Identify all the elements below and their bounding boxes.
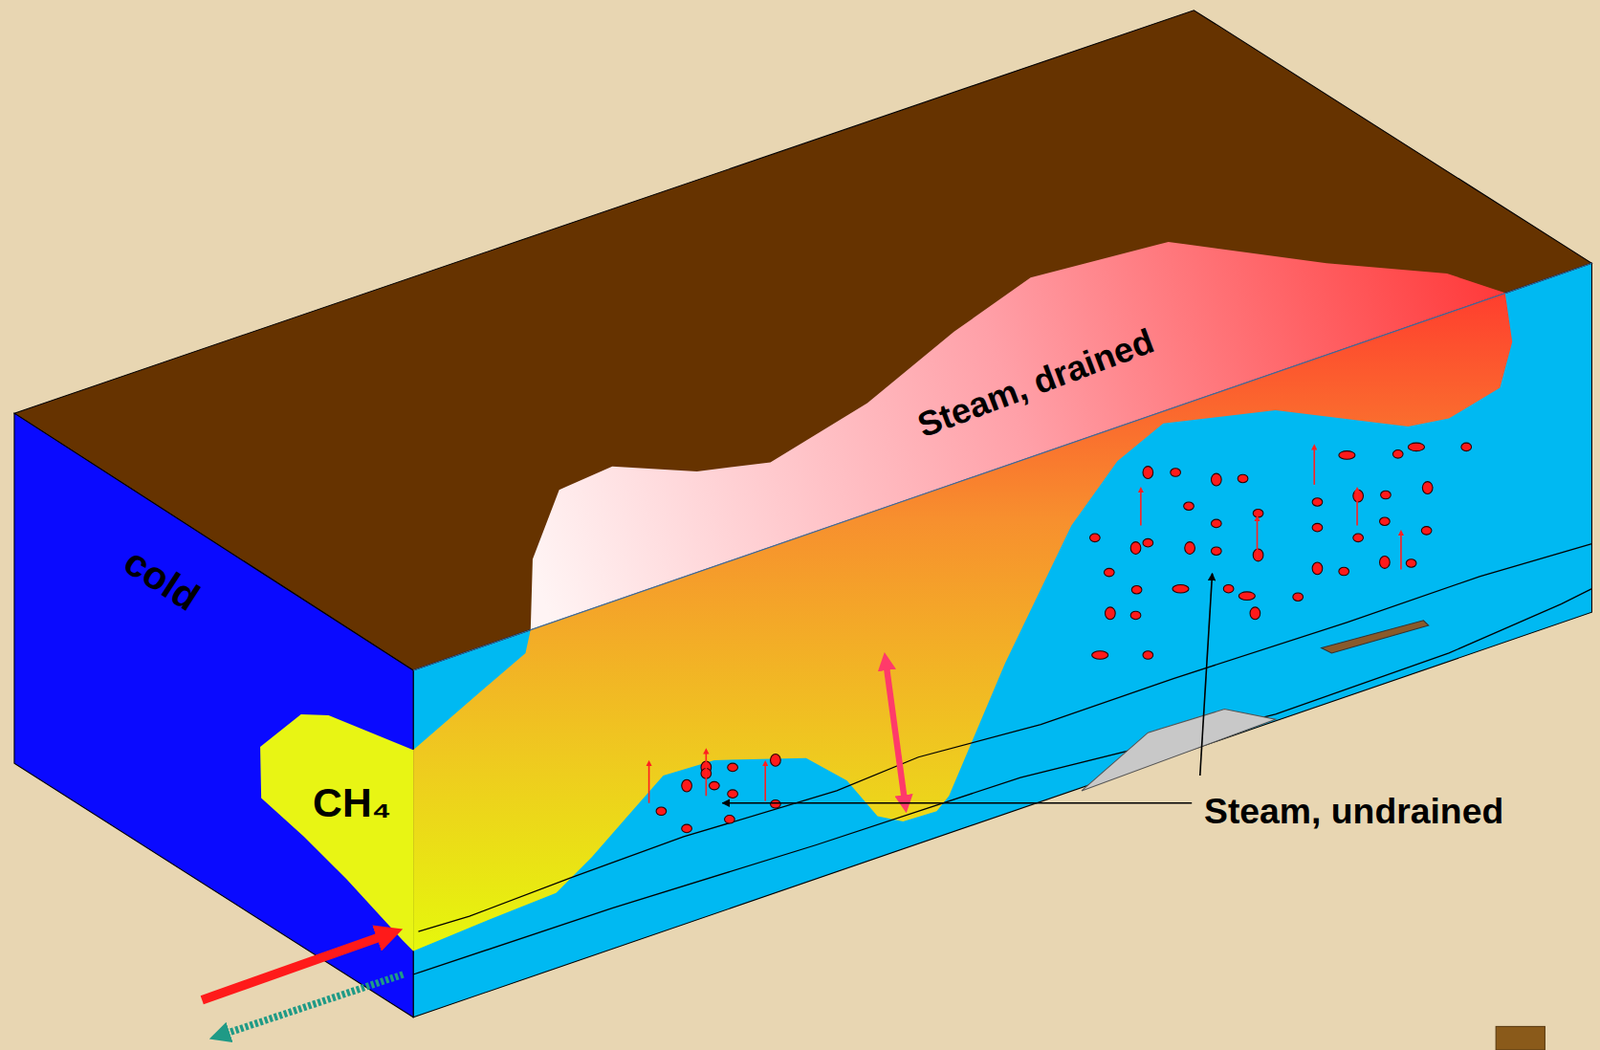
steam-bubble bbox=[1422, 482, 1433, 495]
rise-arrow bbox=[1356, 489, 1359, 526]
stratum-line bbox=[417, 544, 1592, 932]
steam-bubble bbox=[1184, 542, 1196, 555]
steam-bubble bbox=[1338, 451, 1356, 461]
steam-bubble bbox=[1237, 474, 1249, 483]
steam-bubble bbox=[1353, 533, 1364, 543]
rise-arrow bbox=[764, 763, 767, 801]
steam-bubble bbox=[1380, 517, 1391, 527]
steam-bubble bbox=[1421, 526, 1432, 536]
rise-arrow bbox=[1139, 489, 1142, 526]
stratum-line bbox=[413, 589, 1592, 975]
steam-bubble bbox=[1105, 607, 1117, 620]
steam-bubble bbox=[1461, 442, 1472, 452]
steam-bubble bbox=[681, 824, 693, 833]
shale-lens bbox=[1081, 709, 1276, 791]
rise-arrow bbox=[705, 750, 708, 796]
production-arrow bbox=[219, 974, 403, 1036]
steam-bubble bbox=[1380, 490, 1392, 500]
steam-bubble bbox=[1293, 592, 1304, 602]
drained-steam-zone bbox=[530, 241, 1506, 630]
steam-bubble bbox=[1130, 542, 1141, 555]
steam-bubble bbox=[1142, 651, 1154, 660]
steam-bubble bbox=[770, 800, 782, 810]
steam-bubble bbox=[656, 807, 667, 816]
steam-bubble bbox=[1142, 538, 1154, 548]
front-face bbox=[413, 263, 1592, 1017]
steam-bubble bbox=[770, 754, 782, 768]
steam-bubble bbox=[1142, 466, 1154, 480]
steam-bubble bbox=[1170, 468, 1182, 478]
steam-bubble bbox=[1238, 591, 1255, 601]
steam-bubble bbox=[1252, 548, 1264, 562]
steam-bubble bbox=[1405, 559, 1417, 569]
steam-bubble bbox=[1312, 498, 1323, 507]
steam-bubble bbox=[1210, 519, 1222, 528]
steam-bubble bbox=[1353, 489, 1364, 503]
steam-bubble bbox=[1210, 547, 1222, 556]
steam-bubble bbox=[1131, 585, 1142, 594]
steam-bubble bbox=[1172, 584, 1189, 593]
logo-icon bbox=[1495, 1026, 1545, 1050]
left-face bbox=[14, 413, 414, 1018]
steam-bubble bbox=[1210, 473, 1222, 486]
steam-bubble bbox=[709, 781, 721, 790]
steam-bubble bbox=[1380, 556, 1391, 570]
steam-bubble bbox=[681, 779, 693, 792]
steam-bubble bbox=[1092, 651, 1109, 660]
leader-line bbox=[722, 802, 1192, 805]
methane-zone bbox=[260, 714, 414, 952]
rise-arrow bbox=[1256, 518, 1259, 560]
steam-bubble bbox=[1312, 562, 1323, 575]
injection-arrow bbox=[201, 933, 390, 1000]
steam-bubble bbox=[1407, 442, 1425, 452]
rise-arrows bbox=[649, 446, 1402, 803]
steam-bubble bbox=[1252, 508, 1264, 518]
rise-arrow bbox=[1400, 532, 1403, 570]
steam-bubble bbox=[1392, 450, 1403, 460]
steam-bubble bbox=[1223, 584, 1234, 593]
steam-bubble bbox=[1103, 568, 1115, 577]
steam-bubbles bbox=[656, 442, 1472, 833]
rise-arrow bbox=[648, 763, 651, 804]
steam-bubble bbox=[1090, 533, 1101, 543]
steam-bubble bbox=[1338, 567, 1350, 576]
steam-bubble bbox=[1249, 607, 1261, 620]
callout-label: Steam, undrained bbox=[1204, 794, 1504, 831]
rise-arrow bbox=[1313, 446, 1316, 484]
steam-bubble bbox=[727, 763, 739, 772]
steam-bubble bbox=[727, 789, 739, 799]
zone-label: Steam, drained bbox=[913, 324, 1159, 444]
shale-lens bbox=[1321, 620, 1429, 654]
face-label: cold bbox=[117, 541, 206, 617]
interface-arrow bbox=[885, 660, 905, 804]
block-edge bbox=[413, 263, 1592, 671]
zone-label: CH₄ bbox=[312, 781, 392, 823]
steam-bubble bbox=[724, 815, 736, 825]
steam-bubble bbox=[1130, 611, 1141, 620]
steam-bubble bbox=[1312, 523, 1323, 532]
steam-bubble bbox=[1183, 502, 1195, 511]
leader-line bbox=[1200, 573, 1213, 776]
